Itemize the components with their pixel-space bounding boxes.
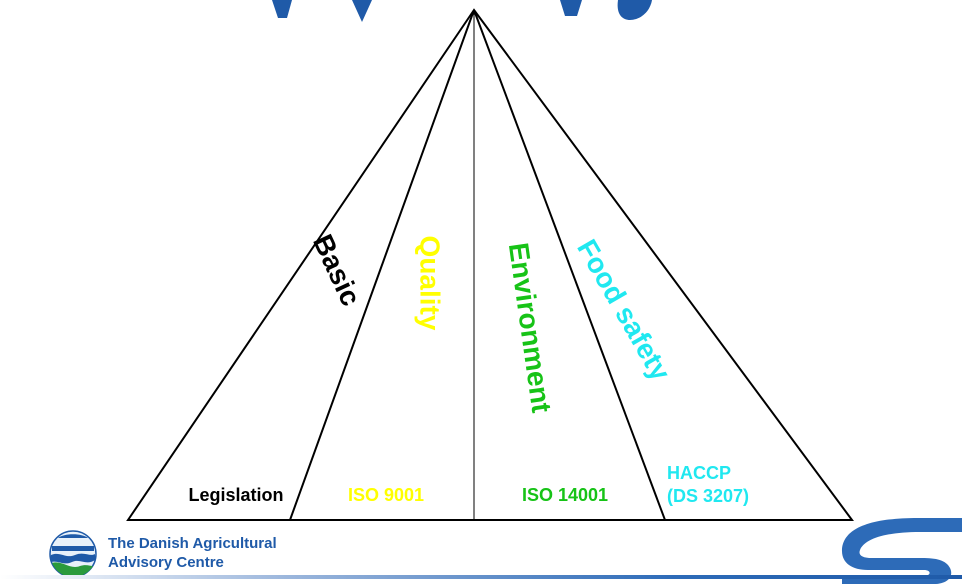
- base-label-iso-14001: ISO 14001: [522, 485, 608, 505]
- footer-rule: [0, 575, 962, 579]
- organisation-name-line-1: The Danish Agricultural: [108, 535, 277, 552]
- divider-basic-quality: [289, 9, 475, 521]
- pyramid-triangle: [126, 8, 854, 521]
- organisation-name: The Danish Agricultural Advisory Centre: [108, 534, 277, 572]
- pyramid-outline: [126, 8, 854, 521]
- segment-label-environment: Environment: [503, 241, 558, 415]
- segment-label-quality: Quality: [415, 236, 446, 331]
- base-label-iso-9001: ISO 9001: [348, 485, 424, 505]
- blue-s-logo: [842, 518, 962, 584]
- base-label-ds-3207: (DS 3207): [667, 486, 749, 506]
- organisation-name-line-2: Advisory Centre: [108, 554, 224, 571]
- base-label-haccp: HACCP: [667, 463, 731, 483]
- title-fragment: [272, 0, 652, 22]
- danish-agricultural-advisory-centre-logo: [49, 530, 97, 578]
- segment-label-basic: Basic: [307, 230, 367, 311]
- base-label-legislation: Legislation: [188, 485, 283, 505]
- divider-environment-food: [473, 9, 666, 521]
